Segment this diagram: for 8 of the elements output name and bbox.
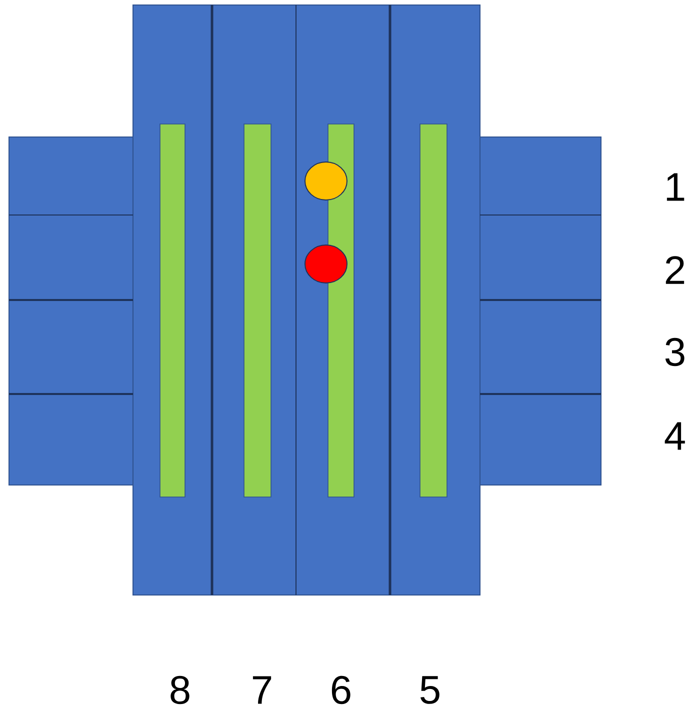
pin-number: 3 [665, 338, 684, 366]
pin-number: 1 [666, 173, 684, 201]
pin-number: 4 [664, 422, 685, 450]
pin-number: 2 [666, 256, 684, 284]
pin-number: 5 [420, 676, 440, 704]
pin-number: 7 [252, 676, 272, 704]
pin-number: 6 [332, 676, 350, 704]
pin-number: 8 [170, 676, 190, 704]
